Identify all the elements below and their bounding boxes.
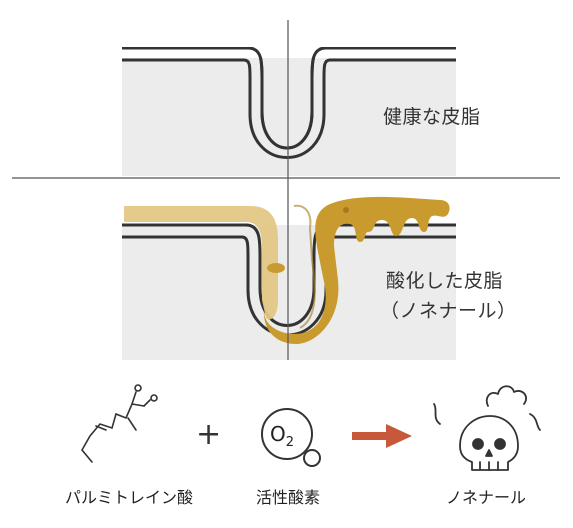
nonenal-caption: ノネナール <box>445 488 526 507</box>
healthy-skin-inner-outline <box>122 58 456 159</box>
plus-sign: + <box>196 417 222 452</box>
active-oxygen-icon <box>261 408 321 467</box>
oxidized-sebum-flow <box>263 196 450 344</box>
oxygen-subscript: 2 <box>285 435 295 450</box>
healthy-panel-background <box>122 48 456 176</box>
oxygen-letter: O <box>270 422 286 446</box>
nonenal-skull-icon <box>433 385 541 471</box>
palmitoleic-acid-molecule-icon <box>81 384 158 463</box>
palmitoleic-acid-caption: パルミトレイン酸 <box>64 488 193 507</box>
light-sebum-layer <box>124 206 278 320</box>
healthy-pore-panel <box>122 0 456 176</box>
nonenal-parenthetical-label: （ノネナール） <box>380 300 517 322</box>
oxidized-sebum-label: 酸化した皮脂 <box>386 270 504 292</box>
reaction-arrow-icon <box>352 424 412 448</box>
healthy-sebum-label: 健康な皮脂 <box>383 106 481 128</box>
oxidized-pore-panel <box>122 196 456 360</box>
active-oxygen-caption: 活性酸素 <box>255 488 320 507</box>
oxidized-skin-outline <box>122 223 456 327</box>
oxygen-symbol: O2 <box>270 422 294 450</box>
